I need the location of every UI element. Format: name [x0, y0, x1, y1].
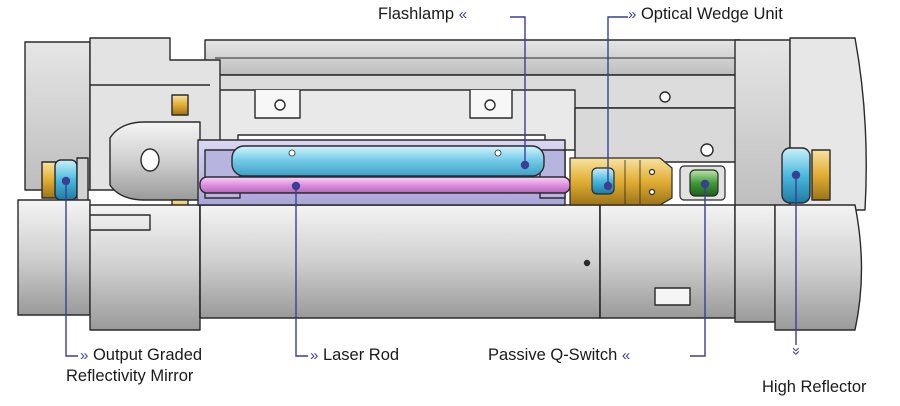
optical-wedge-unit: [569, 157, 673, 206]
q-switch-leader: [690, 184, 706, 357]
down-arrow-icon: »: [788, 347, 805, 356]
laser-rod: [199, 176, 571, 194]
q-switch-label-text: Passive Q-Switch: [488, 346, 618, 364]
left-arrow-icon: «: [458, 6, 468, 23]
right-end-cap: [734, 37, 867, 331]
flashlamp-leader: [510, 16, 526, 165]
leader-lines: [61, 16, 801, 357]
optical-wedge-leader: [607, 16, 628, 186]
left-arrow-icon: «: [621, 347, 631, 364]
q-switch-label: Passive Q-Switch «: [488, 345, 630, 366]
right-arrow-icon: »: [628, 6, 637, 23]
output-mirror-label: » Output Graded: [80, 345, 202, 366]
laser-rod-label: » Laser Rod: [310, 345, 399, 366]
left-end-cap: [24, 37, 221, 216]
lower-body: [17, 199, 736, 331]
laser-rod-leader: [295, 186, 308, 357]
right-arrow-icon: »: [80, 347, 89, 364]
flashlamp-label: Flashlamp «: [378, 4, 467, 25]
high-reflector-label-text: High Reflector: [762, 378, 867, 396]
output-mirror-leader: [65, 181, 78, 357]
output-mirror-label-line2: Reflectivity Mirror: [66, 367, 194, 385]
laser-rod-label-text: Laser Rod: [322, 346, 400, 364]
output-mirror-label-2: Reflectivity Mirror: [66, 366, 193, 386]
right-arrow-icon: »: [310, 347, 319, 364]
output-mirror-label-line1: Output Graded: [92, 346, 203, 364]
high-reflector-label: High Reflector: [762, 377, 867, 397]
optical-wedge-label-text: Optical Wedge Unit: [640, 5, 783, 23]
flashlamp-label-text: Flashlamp: [378, 5, 455, 23]
flashlamp: [231, 145, 545, 177]
optical-wedge-label: » Optical Wedge Unit: [628, 4, 783, 25]
